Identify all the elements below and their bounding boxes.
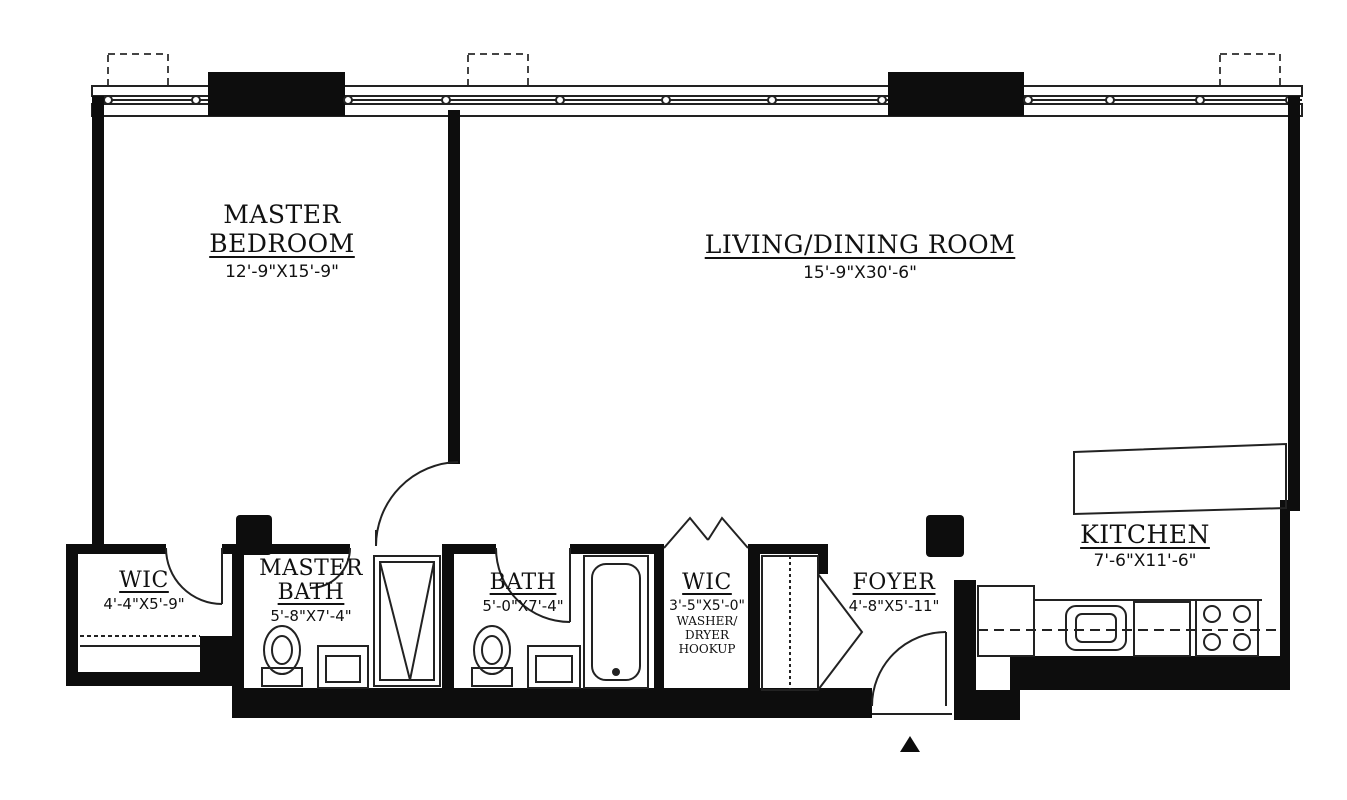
window-bays bbox=[107, 53, 1281, 95]
label-bath: BATH 5'-0"X7'-4" bbox=[460, 572, 586, 614]
master-bedroom-name-2: BEDROOM bbox=[209, 229, 355, 258]
master-bath-dims: 5'-8"X7'-4" bbox=[270, 607, 352, 625]
kitchen-name: KITCHEN bbox=[1080, 520, 1210, 549]
foyer-dims: 4'-8"X5'-11" bbox=[848, 597, 940, 615]
kitchen-dims: 7'-6"X11'-6" bbox=[1093, 551, 1197, 571]
washer-dryer-note-3: HOOKUP bbox=[678, 641, 736, 656]
fixtures bbox=[80, 442, 1287, 715]
bath-name: BATH bbox=[489, 570, 557, 595]
washer-dryer-note-2: DRYER bbox=[684, 627, 729, 642]
foyer-name: FOYER bbox=[852, 570, 936, 595]
wic-center-name: WIC bbox=[682, 570, 732, 595]
curtain-wall bbox=[91, 72, 1303, 117]
living-dining-dims: 15'-9"X30'-6" bbox=[803, 263, 917, 283]
label-master-bath: MASTER BATH 5'-8"X7'-4" bbox=[248, 558, 374, 624]
label-wic-center: WIC 3'-5"X5'-0" WASHER/ DRYER HOOKUP bbox=[658, 572, 756, 656]
master-bath-name-1: MASTER bbox=[259, 556, 363, 581]
wic-left-name: WIC bbox=[119, 568, 169, 593]
bath-dims: 5'-0"X7'-4" bbox=[482, 597, 564, 615]
living-dining-name: LIVING/DINING ROOM bbox=[704, 230, 1016, 259]
wic-center-dims: 3'-5"X5'-0" bbox=[669, 598, 745, 614]
master-bedroom-name-1: MASTER bbox=[223, 200, 341, 229]
washer-dryer-note-1: WASHER/ bbox=[676, 614, 738, 628]
walls bbox=[66, 96, 1300, 720]
label-foyer: FOYER 4'-8"X5'-11" bbox=[828, 572, 960, 614]
master-bedroom-dims: 12'-9"X15'-9" bbox=[225, 262, 339, 282]
label-kitchen: KITCHEN 7'-6"X11'-6" bbox=[1070, 522, 1220, 570]
label-wic-left: WIC 4'-4"X5'-9" bbox=[84, 570, 204, 612]
master-bath-name-2: BATH bbox=[277, 580, 345, 605]
label-living-dining: LIVING/DINING ROOM 15'-9"X30'-6" bbox=[690, 232, 1030, 282]
wic-left-dims: 4'-4"X5'-9" bbox=[103, 595, 185, 613]
label-master-bedroom: MASTER BEDROOM 12'-9"X15'-9" bbox=[205, 202, 359, 281]
entry-arrow-icon bbox=[900, 736, 920, 752]
